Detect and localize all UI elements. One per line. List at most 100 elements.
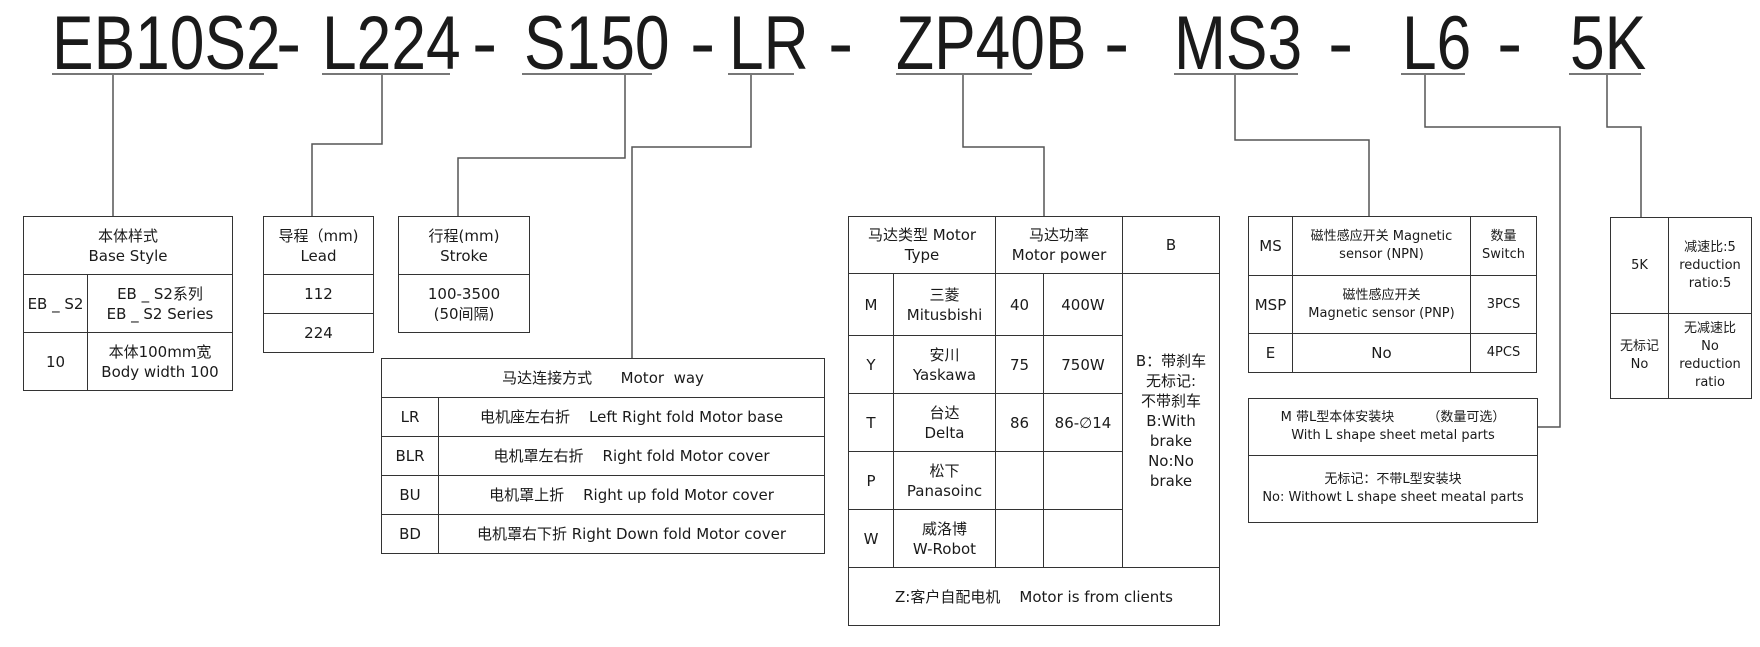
connector-l-shape bbox=[1424, 75, 1561, 428]
quantity-value: 3PCS bbox=[1470, 275, 1537, 334]
connector-sensor bbox=[1234, 75, 1370, 216]
connector-lead bbox=[311, 75, 383, 216]
option-code: MSP bbox=[1248, 275, 1293, 334]
option-code: 5K bbox=[1610, 217, 1669, 314]
motor-way-header: 马达连接方式 Motor way bbox=[381, 358, 825, 398]
option-code: W bbox=[848, 509, 894, 568]
code-separator: - bbox=[472, 1, 498, 86]
code-separator: - bbox=[1497, 1, 1523, 86]
option-code: Y bbox=[848, 335, 894, 394]
option-desc: 电机罩上折 Right up fold Motor cover bbox=[438, 475, 825, 515]
code-part-motor-way: LR bbox=[729, 1, 809, 86]
code-part-reduction: 5K bbox=[1570, 1, 1647, 86]
connector-motor-way bbox=[631, 75, 752, 358]
code-separator: - bbox=[276, 1, 302, 86]
motor-frame: 75 bbox=[995, 335, 1044, 394]
option-code: BLR bbox=[381, 436, 439, 476]
option-code: BU bbox=[381, 475, 439, 515]
l-shape-option-m: M 带L型本体安装块 （数量可选）With L shape sheet meta… bbox=[1248, 398, 1538, 456]
lead-header: 导程（mm)Lead bbox=[263, 216, 374, 275]
lead-value: 112 bbox=[263, 274, 374, 314]
table-row: E No 4PCS bbox=[1248, 333, 1537, 373]
motor-frame: 40 bbox=[995, 273, 1044, 336]
option-code: EB _ S2 bbox=[23, 274, 88, 333]
motor-frame: 86 bbox=[995, 393, 1044, 452]
stroke-table: 行程(mm)Stroke 100-3500(50间隔) bbox=[398, 216, 530, 333]
brake-header: B bbox=[1122, 216, 1220, 274]
code-part-sensor: MS3 bbox=[1174, 1, 1303, 86]
option-code: T bbox=[848, 393, 894, 452]
stroke-header: 行程(mm)Stroke bbox=[398, 216, 530, 275]
quantity-value: 4PCS bbox=[1470, 333, 1537, 373]
motor-power: 400W bbox=[1042, 273, 1124, 336]
option-code: BD bbox=[381, 514, 439, 554]
code-part-base: EB10S2 bbox=[52, 1, 281, 86]
code-separator: - bbox=[828, 1, 854, 86]
option-code: MS bbox=[1248, 216, 1293, 276]
stroke-range: 100-3500(50间隔) bbox=[398, 274, 530, 333]
option-desc: No bbox=[1292, 333, 1471, 373]
option-desc: 电机座左右折 Left Right fold Motor base bbox=[438, 397, 825, 437]
motor-power bbox=[1042, 451, 1124, 510]
lead-table: 导程（mm)Lead 112 224 bbox=[263, 216, 374, 353]
underline bbox=[522, 73, 652, 75]
underline bbox=[1401, 73, 1465, 75]
connector-stroke bbox=[457, 75, 626, 216]
l-shape-table: M 带L型本体安装块 （数量可选）With L shape sheet meta… bbox=[1248, 398, 1538, 523]
option-code: P bbox=[848, 451, 894, 510]
connector-motor bbox=[962, 75, 1045, 216]
option-code: M bbox=[848, 273, 894, 336]
motor-power: 86-∅14 bbox=[1042, 393, 1124, 452]
option-desc: 电机罩左右折 Right fold Motor cover bbox=[438, 436, 825, 476]
underline bbox=[322, 73, 450, 75]
code-separator: - bbox=[1328, 1, 1354, 86]
option-code: E bbox=[1248, 333, 1293, 373]
motor-frame bbox=[995, 451, 1044, 510]
motor-footer: Z:客户自配电机 Motor is from clients bbox=[848, 567, 1220, 626]
connector-reduction bbox=[1606, 75, 1642, 217]
code-part-stroke: S150 bbox=[524, 1, 670, 86]
lead-value: 224 bbox=[263, 313, 374, 353]
underline bbox=[1569, 73, 1641, 75]
motor-frame bbox=[995, 509, 1044, 568]
code-part-motor: ZP40B bbox=[896, 1, 1087, 86]
underline bbox=[1174, 73, 1298, 75]
code-separator: - bbox=[1104, 1, 1130, 86]
option-code: 10 bbox=[23, 332, 88, 391]
